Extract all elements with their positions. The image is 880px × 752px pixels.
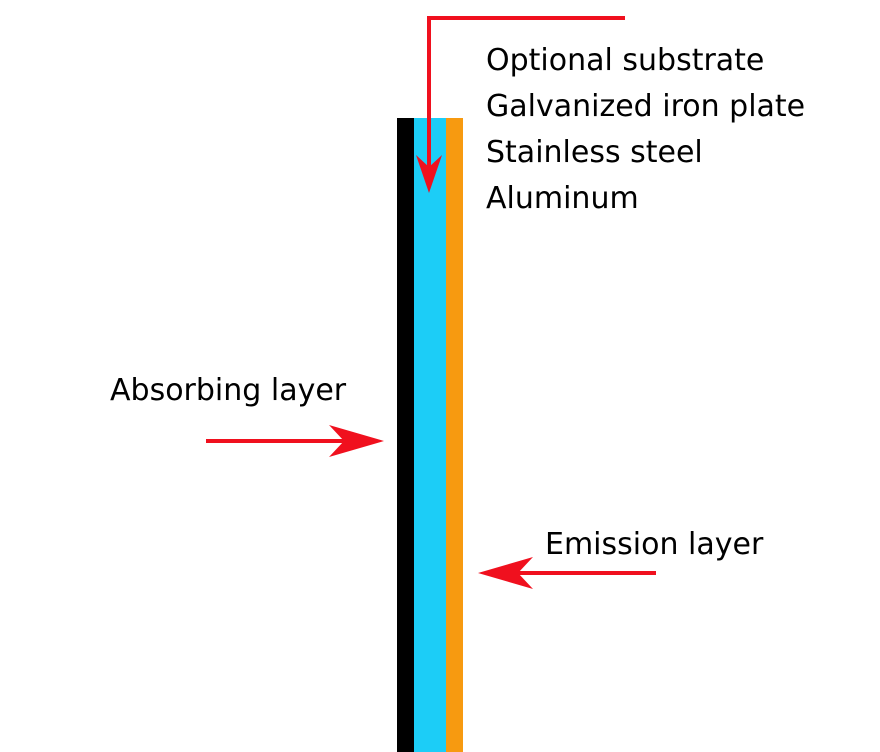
emission-layer-label: Emission layer	[545, 527, 764, 562]
absorbing-layer-label: Absorbing layer	[110, 373, 347, 408]
substrate-arrow-head	[416, 155, 442, 193]
emission-arrow-head	[478, 557, 533, 589]
emission-layer-arrow	[478, 557, 656, 589]
substrate-option-galvanized: Galvanized iron plate	[486, 89, 806, 124]
substrate-option-aluminum: Aluminum	[486, 181, 639, 216]
emission-layer-band	[446, 118, 463, 752]
absorbing-layer-band	[397, 118, 414, 752]
substrate-options-list: Optional substrate Galvanized iron plate…	[486, 38, 805, 222]
absorbing-arrow-head	[329, 425, 384, 457]
absorbing-layer-arrow	[206, 425, 384, 457]
substrate-arrow-line	[427, 16, 625, 180]
substrate-layer-band	[414, 118, 446, 752]
substrate-arrow	[416, 16, 625, 193]
substrate-option-stainless: Stainless steel	[486, 135, 703, 170]
substrate-option-title: Optional substrate	[486, 43, 765, 78]
